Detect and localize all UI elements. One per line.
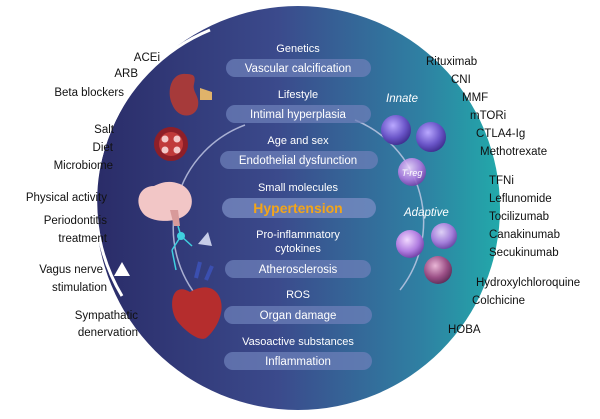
brain-icon	[138, 181, 192, 226]
label-vagus-stimulation: stimulation	[52, 282, 107, 294]
label-beta-blockers: Beta blockers	[54, 87, 124, 99]
pill-endothelial-dysfunction	[220, 151, 378, 169]
label-periodontitis: Periodontitis	[43, 215, 107, 227]
pill-hypertension	[222, 198, 376, 218]
label-rituximab: Rituximab	[426, 56, 478, 68]
label-adaptive: Adaptive	[403, 207, 449, 219]
treg-cell-icon	[398, 158, 426, 186]
label-hoba: HOBA	[448, 324, 481, 336]
label-arb: ARB	[114, 68, 138, 80]
innate-cell-1-icon	[381, 115, 411, 145]
label-sympathatic: Sympathatic	[74, 310, 138, 322]
label-innate: Innate	[386, 93, 418, 105]
label-colchicine: Colchicine	[472, 295, 526, 307]
label-diet: Diet	[92, 142, 113, 154]
label-cni: CNI	[451, 74, 471, 86]
adaptive-cell-2-icon	[431, 223, 457, 249]
label-treg: T-reg	[402, 168, 423, 178]
label-intimal-hyperplasia: Intimal hyperplasia	[250, 109, 346, 121]
inner-arc-arrowhead	[198, 232, 212, 246]
label-salt: Salt	[94, 124, 114, 136]
label-acei: ACEi	[133, 52, 160, 64]
label-secukinumab: Secukinumab	[489, 247, 559, 259]
pill-vascular-calcification	[226, 59, 371, 77]
label-pro-inflammatory-1: Pro-inflammatory	[256, 229, 340, 241]
outer-arc-arrowhead	[114, 262, 130, 276]
label-hypertension: Hypertension	[253, 200, 342, 216]
label-hydroxychloroquine: Hydroxylchloroquine	[476, 277, 581, 289]
label-pro-inflammatory-2: cytokines	[275, 243, 321, 255]
label-microbiome: Microbiome	[53, 160, 113, 172]
label-vagus: Vagus nerve	[39, 264, 103, 276]
adaptive-cell-3-icon	[424, 256, 452, 284]
label-inflammation: Inflammation	[265, 356, 331, 368]
inner-arc-right	[354, 119, 425, 291]
label-organ-damage: Organ damage	[260, 310, 337, 322]
label-vascular-calcification: Vascular calcification	[245, 63, 352, 75]
label-age-sex: Age and sex	[267, 135, 329, 147]
vessel-icon	[154, 127, 188, 161]
pill-organ-damage	[224, 306, 372, 324]
label-small-molecules: Small molecules	[258, 182, 339, 194]
pill-inflammation	[224, 352, 372, 370]
label-tocilizumab: Tocilizumab	[489, 211, 550, 223]
label-methotrexate: Methotrexate	[480, 146, 548, 158]
pill-atherosclerosis	[225, 260, 371, 278]
nerve-icon	[171, 225, 193, 271]
label-tfni: TFNi	[489, 175, 514, 187]
label-genetics: Genetics	[276, 43, 320, 55]
adaptive-cell-1-icon	[396, 230, 424, 258]
label-ros: ROS	[286, 289, 310, 301]
label-sympathatic-denervation: denervation	[77, 327, 138, 339]
heart-icon	[172, 261, 222, 339]
label-mmf: MMF	[462, 92, 489, 104]
label-mtori: mTORi	[470, 110, 507, 122]
label-canakinumab: Canakinumab	[489, 229, 560, 241]
label-atherosclerosis: Atherosclerosis	[259, 264, 338, 276]
pill-intimal-hyperplasia	[226, 105, 371, 123]
innate-cell-2-icon	[416, 122, 446, 152]
label-ctla4: CTLA4-Ig	[476, 128, 526, 140]
outer-arc	[94, 28, 211, 297]
label-leflunomide: Leflunomide	[489, 193, 552, 205]
label-periodontitis-treatment: treatment	[58, 233, 107, 245]
label-vasoactive: Vasoactive substances	[242, 336, 354, 348]
label-lifestyle: Lifestyle	[278, 89, 318, 101]
label-physical-activity: Physical activity	[25, 192, 107, 204]
label-endothelial-dysfunction: Endothelial dysfunction	[239, 155, 357, 167]
kidney-icon	[169, 73, 212, 116]
